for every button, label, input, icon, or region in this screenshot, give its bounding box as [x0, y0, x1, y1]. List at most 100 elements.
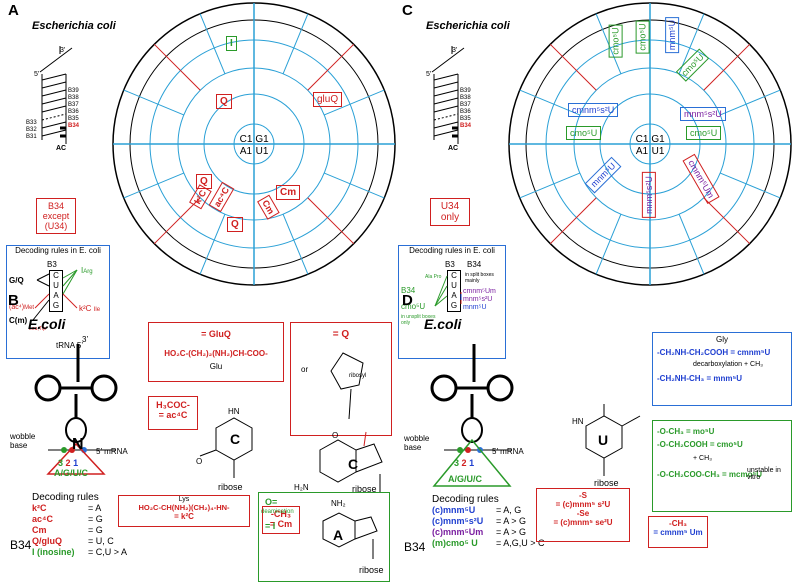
- svg-text:tRNA 5’: tRNA 5’: [56, 341, 83, 350]
- inosine-box: O= deamination = I NH₂ A ribose: [258, 492, 390, 582]
- wheel-spoke: [123, 172, 184, 199]
- q-base-structure: O H₂N: [294, 431, 383, 492]
- gluq-box: = GluQ HO₂C-(CH₂)₂(NH₂)CH-COO- Glu: [148, 322, 284, 382]
- wheel-spoke: [153, 43, 201, 91]
- cmo-box: -O-CH₃ = mo⁵U -O-CH₂COOH = cmo⁵U + CH₃ u…: [652, 420, 792, 512]
- wobble-label: wobble base: [10, 432, 36, 450]
- gly-box: Gly -CH₂NH-CH₂COOH = cmnm⁵U decarboxylat…: [652, 332, 792, 406]
- panel-a-anticodon-stem: 5' 3': [34, 46, 73, 144]
- mod-gluq: gluQ: [313, 92, 343, 107]
- cm-box: -CH₃ = Cm: [262, 506, 300, 534]
- panel-d-trna-diagram: [430, 344, 514, 487]
- triangle-bases: A/G/U/C: [54, 468, 89, 478]
- panel-b-decoding-rules: Decoding rules k²C= A ac⁴C= G Cm= G Q/gl…: [32, 492, 128, 557]
- wobble-n: N: [72, 436, 84, 453]
- wheel-spoke: [720, 89, 781, 116]
- mod-q: Q: [196, 174, 212, 189]
- panel-b-organism: E.coli: [28, 316, 66, 332]
- wheel-spoke: [720, 172, 781, 199]
- s-box: -S = (c)mnm⁵ s²U -Se = (c)mnm⁵ se²U: [536, 488, 630, 542]
- mod-mnm5u: mnm⁵U: [665, 16, 680, 54]
- wheel-spoke: [678, 214, 705, 275]
- mod-cm: Cm: [276, 185, 301, 200]
- wheel-spoke: [307, 43, 355, 91]
- stem-5-label: 5': [34, 71, 39, 78]
- mod-cmo5u: cmo⁵U: [635, 20, 650, 54]
- svg-text:3': 3': [452, 47, 457, 54]
- panel-a-label: A: [8, 2, 19, 19]
- panel-c-anticodon-stem: 5' 3': [426, 46, 465, 144]
- svg-text:H₂N: H₂N: [294, 483, 309, 492]
- panel-c-label: C: [402, 2, 413, 19]
- mod-mnm5s2u: mnm⁵s²U: [641, 172, 656, 218]
- k2c-box: Lys HO₂C-CH(NH₂)(CH₂)₄-HN- = k²C: [118, 495, 250, 527]
- wheel-center-base: A1: [636, 146, 649, 157]
- wheel-spoke: [199, 13, 226, 74]
- svg-text:5': 5': [426, 71, 431, 78]
- panel-b-label: B: [8, 292, 19, 309]
- wheel-spoke: [519, 172, 580, 199]
- panel-d-decoding-rules: Decoding rules (c)mnm⁵U= A, G (c)mnm⁵s²U…: [432, 494, 545, 548]
- wheel-spoke: [703, 197, 751, 245]
- mod-mnm5s2u: mnm⁵s²U: [680, 107, 726, 121]
- c-ribose: ribose: [218, 482, 243, 492]
- wheel-spoke: [595, 13, 622, 74]
- panel-d-label: D: [402, 292, 413, 309]
- wheel-center-base: U1: [652, 146, 665, 157]
- panel-c-organism: Escherichia coli: [426, 20, 510, 32]
- wheel-center-base: C1: [636, 134, 649, 145]
- cytidine-structure: HN O: [196, 408, 253, 478]
- svg-text:3’: 3’: [82, 336, 88, 344]
- svg-text:HN: HN: [228, 408, 240, 416]
- wheel-spoke: [324, 89, 385, 116]
- wheel-spoke: [703, 43, 751, 91]
- mod-inosine: I: [226, 36, 237, 51]
- ac4c-box: H₃COC- = ac⁴C: [148, 396, 198, 430]
- svg-text:O: O: [196, 457, 202, 466]
- svg-text:O: O: [332, 431, 338, 440]
- wheel-spoke: [595, 214, 622, 275]
- mod-q: Q: [227, 217, 243, 232]
- wheel-spoke: [519, 89, 580, 116]
- panel-b-b34: B34: [10, 538, 32, 552]
- q-box: = Q or ribosyl: [290, 322, 392, 436]
- svg-text:3': 3': [60, 47, 65, 54]
- wheel-spoke: [307, 197, 355, 245]
- ch3-box: -CH₃ = cmnm⁵ Um: [648, 516, 708, 548]
- wheel-center-base: U1: [256, 146, 269, 157]
- wheel-spoke: [282, 13, 309, 74]
- wheel-center-base: G1: [255, 134, 269, 145]
- svg-text:HN: HN: [572, 417, 584, 426]
- mod-q: Q: [216, 94, 232, 109]
- wheel-spoke: [153, 197, 201, 245]
- wheel-spoke: [549, 197, 597, 245]
- mod-cmo5u: cmo⁵U: [566, 126, 602, 140]
- wheel-spoke: [199, 214, 226, 275]
- ac-label: AC: [56, 145, 67, 152]
- wheel-spoke: [123, 89, 184, 116]
- panel-a-organism: Escherichia coli: [32, 20, 116, 32]
- wheel-spoke: [324, 172, 385, 199]
- wheel-center-base: G1: [651, 134, 665, 145]
- wheel-center-base: A1: [240, 146, 253, 157]
- wheel-spoke: [678, 13, 705, 74]
- u-ribose: ribose: [594, 478, 619, 488]
- wheel-center-base: C1: [240, 134, 253, 145]
- mod-cmnm5s2u: cmnm⁵s²U: [568, 103, 619, 117]
- mod-cmo5u: cmo⁵U: [608, 24, 623, 58]
- wheel-spoke: [549, 43, 597, 91]
- svg-text:O: O: [600, 402, 606, 404]
- mrna-label: 5’ mRNA: [96, 447, 128, 456]
- q-ribose: ribose: [352, 484, 377, 494]
- panel-d-organism: E.coli: [424, 316, 462, 332]
- uridine-structure: O HN: [572, 402, 641, 476]
- wheel-spoke: [282, 214, 309, 275]
- panel-b-trna-diagram: tRNA 5’ 3’: [34, 336, 118, 475]
